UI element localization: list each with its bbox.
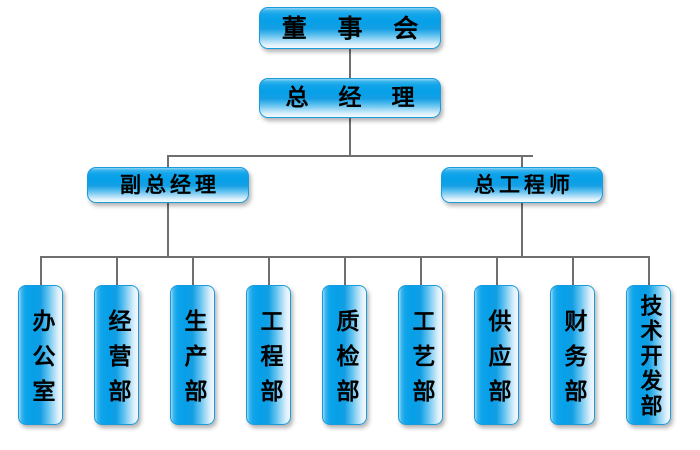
node-general-manager[interactable]: 总 经 理 <box>259 78 441 118</box>
node-tech-development-dept[interactable]: 技术开发部 <box>626 285 671 425</box>
node-supply-dept[interactable]: 供应部 <box>474 285 519 425</box>
node-deputy-general-manager-label: 副总经理 <box>120 172 220 197</box>
node-quality-inspection-dept-label: 质检部 <box>332 308 358 414</box>
node-quality-inspection-dept[interactable]: 质检部 <box>322 285 367 425</box>
connector-drop-engineering-dept <box>268 256 270 285</box>
node-chief-engineer-label: 总工程师 <box>474 172 574 197</box>
connector-deputy-gm-drop <box>167 203 169 256</box>
connector-drop-operations-dept <box>116 256 118 285</box>
node-process-dept-label: 工艺部 <box>408 308 434 414</box>
node-operations-dept-label: 经营部 <box>104 308 130 414</box>
node-finance-dept[interactable]: 财务部 <box>550 285 595 425</box>
node-operations-dept[interactable]: 经营部 <box>94 285 139 425</box>
node-finance-dept-label: 财务部 <box>560 308 586 414</box>
node-process-dept[interactable]: 工艺部 <box>398 285 443 425</box>
node-tech-development-dept-label: 技术开发部 <box>636 294 662 419</box>
connector-chief-engineer-drop <box>521 203 523 256</box>
connector-drop-tech-development-dept <box>648 256 650 285</box>
node-production-dept[interactable]: 生产部 <box>170 285 215 425</box>
node-board[interactable]: 董 事 会 <box>259 7 441 49</box>
node-supply-dept-label: 供应部 <box>484 308 510 414</box>
node-engineering-dept-label: 工程部 <box>256 308 282 414</box>
node-chief-engineer[interactable]: 总工程师 <box>441 167 603 203</box>
connector-drop-quality-inspection-dept <box>344 256 346 285</box>
connector-gm-drop <box>349 118 351 155</box>
node-board-label: 董 事 会 <box>281 13 430 43</box>
connector-to-deputy-gm <box>167 155 169 167</box>
connector-to-chief-engineer <box>521 155 523 167</box>
node-office[interactable]: 办公室 <box>18 285 63 425</box>
node-production-dept-label: 生产部 <box>180 308 206 414</box>
connector-board-to-gm <box>349 49 351 78</box>
node-engineering-dept[interactable]: 工程部 <box>246 285 291 425</box>
connector-drop-production-dept <box>192 256 194 285</box>
connector-drop-process-dept <box>420 256 422 285</box>
node-office-label: 办公室 <box>28 308 54 414</box>
node-deputy-general-manager[interactable]: 副总经理 <box>87 167 249 203</box>
node-general-manager-label: 总 经 理 <box>285 84 426 111</box>
connector-drop-supply-dept <box>496 256 498 285</box>
connector-level3-bus <box>167 155 533 157</box>
connector-drop-office <box>40 256 42 285</box>
connector-drop-finance-dept <box>572 256 574 285</box>
